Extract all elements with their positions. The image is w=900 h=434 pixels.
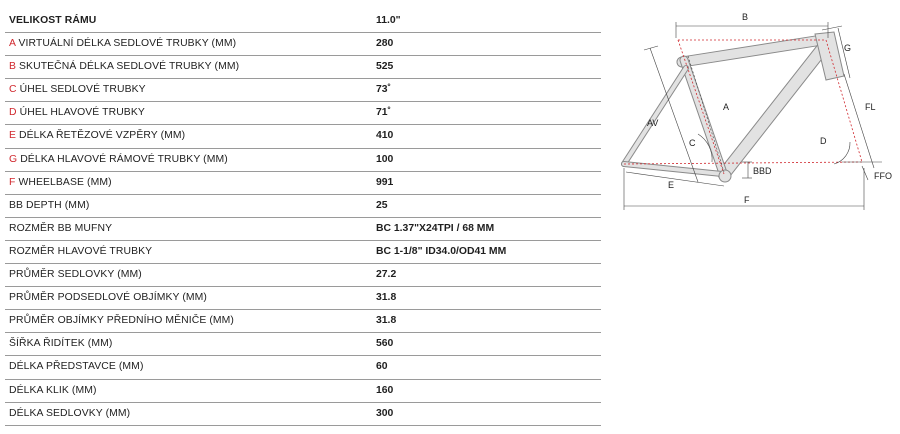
table-row: DÉLKA KLIK (MM) 160 bbox=[5, 380, 601, 403]
table-row: DÉLKA PŘEDSTAVCE (MM) 60 bbox=[5, 356, 601, 380]
table-row: A VIRTUÁLNÍ DÉLKA SEDLOVÉ TRUBKY (MM) 280 bbox=[5, 33, 601, 57]
table-row: BB DEPTH (MM) 25 bbox=[5, 195, 601, 218]
row-label: F WHEELBASE (MM) bbox=[9, 177, 112, 188]
row-label: DÉLKA PŘEDSTAVCE (MM) bbox=[9, 361, 144, 372]
row-label-text: ÚHEL HLAVOVÉ TRUBKY bbox=[19, 107, 145, 119]
row-label: BB DEPTH (MM) bbox=[9, 200, 89, 211]
table-row: C ÚHEL SEDLOVÉ TRUBKY 73˚ bbox=[5, 79, 601, 103]
row-value: 31.8 bbox=[376, 292, 397, 304]
table-row: D ÚHEL HLAVOVÉ TRUBKY 71˚ bbox=[5, 102, 601, 126]
row-label: PRŮMĚR PODSEDLOVÉ OBJÍMKY (MM) bbox=[9, 292, 207, 303]
row-label-text: ROZMĚR HLAVOVÉ TRUBKY bbox=[9, 245, 153, 257]
table-row: PRŮMĚR PODSEDLOVÉ OBJÍMKY (MM) 31.8 bbox=[5, 287, 601, 311]
label-fl: FL bbox=[865, 102, 876, 112]
row-value: 27.2 bbox=[376, 269, 397, 281]
row-label-text: BB DEPTH (MM) bbox=[9, 199, 90, 211]
row-label: E DÉLKA ŘETĚZOVÉ VZPĚRY (MM) bbox=[9, 130, 185, 141]
row-value: 25 bbox=[376, 199, 388, 211]
row-value: 31.8 bbox=[376, 315, 397, 327]
table-row: PRŮMĚR OBJÍMKY PŘEDNÍHO MĚNIČE (MM) 31.8 bbox=[5, 310, 601, 334]
table-row: ŠÍŘKA ŘIDÍTEK (MM) 560 bbox=[5, 333, 601, 357]
row-label: ROZMĚR HLAVOVÉ TRUBKY bbox=[9, 246, 152, 257]
label-g: G bbox=[844, 43, 851, 53]
row-label-text: DÉLKA HLAVOVÉ RÁMOVÉ TRUBKY (MM) bbox=[20, 153, 228, 165]
row-value: BC 1-1/8" ID34.0/OD41 MM bbox=[376, 245, 507, 257]
row-value: 60 bbox=[376, 361, 388, 373]
row-value: 560 bbox=[376, 338, 394, 350]
row-label-text: DÉLKA ŘETĚZOVÉ VZPĚRY (MM) bbox=[19, 130, 186, 142]
row-label-text: ROZMĚR BB MUFNY bbox=[9, 222, 113, 234]
row-value: 71˚ bbox=[376, 107, 392, 119]
row-label-text: ŠÍŘKA ŘIDÍTEK (MM) bbox=[9, 338, 113, 350]
row-label-text: WHEELBASE (MM) bbox=[18, 176, 112, 188]
table-header-row: VELIKOST RÁMU 11.0" bbox=[5, 10, 601, 34]
label-b: B bbox=[742, 12, 748, 22]
row-label-text: SKUTEČNÁ DÉLKA SEDLOVÉ TRUBKY (MM) bbox=[19, 61, 240, 73]
row-label: ŠÍŘKA ŘIDÍTEK (MM) bbox=[9, 338, 112, 349]
label-av: AV bbox=[647, 118, 658, 128]
row-label: C ÚHEL SEDLOVÉ TRUBKY bbox=[9, 84, 146, 95]
row-letter: G bbox=[9, 153, 18, 165]
head-tube bbox=[814, 31, 845, 81]
geometry-lines bbox=[623, 39, 863, 175]
table-row: G DÉLKA HLAVOVÉ RÁMOVÉ TRUBKY (MM) 100 bbox=[5, 149, 601, 172]
row-label: A VIRTUÁLNÍ DÉLKA SEDLOVÉ TRUBKY (MM) bbox=[9, 38, 236, 49]
table-row: PRŮMĚR SEDLOVKY (MM) 27.2 bbox=[5, 264, 601, 288]
row-label: G DÉLKA HLAVOVÉ RÁMOVÉ TRUBKY (MM) bbox=[9, 154, 228, 165]
label-a: A bbox=[723, 102, 729, 112]
row-value: 991 bbox=[376, 176, 394, 188]
row-label: PRŮMĚR OBJÍMKY PŘEDNÍHO MĚNIČE (MM) bbox=[9, 315, 234, 326]
row-label: B SKUTEČNÁ DÉLKA SEDLOVÉ TRUBKY (MM) bbox=[9, 61, 239, 72]
row-value: 525 bbox=[376, 61, 394, 73]
row-label-text: PRŮMĚR SEDLOVKY (MM) bbox=[9, 269, 142, 281]
row-letter: D bbox=[9, 107, 17, 119]
label-bbd: BBD bbox=[753, 166, 772, 176]
row-label-text: ÚHEL SEDLOVÉ TRUBKY bbox=[19, 84, 146, 96]
frame-drawing bbox=[621, 31, 845, 183]
frame-size-label: VELIKOST RÁMU bbox=[9, 15, 97, 26]
frame-geometry-diagram: B G A AV C FL D BBD E FFO F bbox=[621, 12, 892, 210]
table-row: DÉLKA SEDLOVKY (MM) 300 bbox=[5, 403, 601, 426]
table-row: B SKUTEČNÁ DÉLKA SEDLOVÉ TRUBKY (MM) 525 bbox=[5, 56, 601, 80]
row-label: DÉLKA KLIK (MM) bbox=[9, 385, 97, 396]
row-value: 160 bbox=[376, 384, 394, 396]
bottom-bracket bbox=[718, 169, 732, 183]
row-letter: E bbox=[9, 130, 17, 142]
table-body: A VIRTUÁLNÍ DÉLKA SEDLOVÉ TRUBKY (MM) 280… bbox=[5, 33, 601, 426]
row-letter: B bbox=[9, 61, 17, 73]
geometry-table: VELIKOST RÁMU 11.0" A VIRTUÁLNÍ DÉLKA SE… bbox=[5, 10, 601, 426]
row-letter: C bbox=[9, 84, 17, 96]
row-label-text: PRŮMĚR PODSEDLOVÉ OBJÍMKY (MM) bbox=[9, 292, 207, 304]
label-d: D bbox=[820, 136, 827, 146]
row-label: ROZMĚR BB MUFNY bbox=[9, 223, 112, 234]
row-value: 410 bbox=[376, 130, 394, 142]
label-c: C bbox=[689, 138, 696, 148]
row-value: 73˚ bbox=[376, 84, 392, 96]
row-letter: A bbox=[9, 38, 16, 50]
row-label-text: DÉLKA KLIK (MM) bbox=[9, 384, 97, 396]
row-value: 300 bbox=[376, 407, 394, 419]
row-label-text: PRŮMĚR OBJÍMKY PŘEDNÍHO MĚNIČE (MM) bbox=[9, 315, 234, 327]
row-value: BC 1.37"X24TPI / 68 MM bbox=[376, 222, 495, 234]
row-label: D ÚHEL HLAVOVÉ TRUBKY bbox=[9, 107, 145, 118]
row-label-text: DÉLKA SEDLOVKY (MM) bbox=[9, 407, 131, 419]
row-label-text: VIRTUÁLNÍ DÉLKA SEDLOVÉ TRUBKY (MM) bbox=[18, 38, 237, 50]
label-ffo: FFO bbox=[874, 171, 892, 181]
frame-size-value: 11.0" bbox=[376, 15, 401, 26]
table-row: ROZMĚR BB MUFNY BC 1.37"X24TPI / 68 MM bbox=[5, 218, 601, 241]
table-row: E DÉLKA ŘETĚZOVÉ VZPĚRY (MM) 410 bbox=[5, 125, 601, 149]
row-value: 100 bbox=[376, 153, 394, 165]
row-value: 280 bbox=[376, 38, 394, 50]
row-label-text: DÉLKA PŘEDSTAVCE (MM) bbox=[9, 361, 144, 373]
label-e: E bbox=[668, 180, 674, 190]
table-row: F WHEELBASE (MM) 991 bbox=[5, 172, 601, 195]
label-f: F bbox=[744, 195, 750, 205]
dimension-lines bbox=[623, 22, 882, 210]
row-letter: F bbox=[9, 176, 16, 188]
row-label: DÉLKA SEDLOVKY (MM) bbox=[9, 408, 130, 419]
row-label: PRŮMĚR SEDLOVKY (MM) bbox=[9, 269, 142, 280]
table-row: ROZMĚR HLAVOVÉ TRUBKY BC 1-1/8" ID34.0/OD… bbox=[5, 241, 601, 265]
